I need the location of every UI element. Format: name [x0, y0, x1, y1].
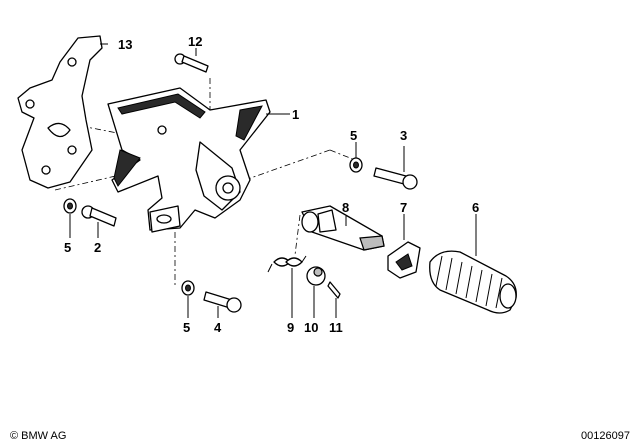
- part-4-bolt: [203, 291, 242, 313]
- part-12-bolt: [174, 53, 209, 73]
- part-1-bracket: [107, 87, 271, 233]
- callout-7: 7: [400, 200, 407, 215]
- callout-5-left: 5: [64, 240, 71, 255]
- part-11-pin: [327, 281, 341, 299]
- callout-13: 13: [118, 37, 132, 52]
- callout-12: 12: [188, 34, 202, 49]
- document-number: 00126097: [581, 430, 630, 442]
- callout-3: 3: [400, 128, 407, 143]
- callout-5-right: 5: [350, 128, 357, 143]
- callout-11: 11: [329, 320, 343, 335]
- copyright-label: © BMW AG: [10, 430, 67, 442]
- part-2-bolt: [81, 205, 117, 227]
- leader-lines: [69, 43, 477, 318]
- callout-8: 8: [342, 200, 349, 215]
- callout-5-bottom: 5: [183, 320, 190, 335]
- part-3-bolt: [373, 167, 418, 190]
- part-7-damper: [387, 241, 421, 279]
- part-10-bushing: [306, 266, 326, 286]
- part-9-spring: [267, 255, 307, 273]
- callout-9: 9: [287, 320, 294, 335]
- callout-1: 1: [292, 107, 299, 122]
- callout-labels: 13 12 1 5 3 8 7 6 5 2 5 4 9 10 11: [64, 34, 479, 335]
- part-5-washer-right: [349, 157, 363, 173]
- callout-2: 2: [94, 240, 101, 255]
- callout-4: 4: [214, 320, 222, 335]
- part-5-washer-left: [63, 198, 77, 214]
- part-8-footrest-arm: [301, 205, 385, 251]
- part-5-washer-bottom: [181, 280, 195, 296]
- part-13-plate: [17, 35, 103, 189]
- part-6-footpeg-rubber: [429, 250, 517, 314]
- callout-6: 6: [472, 200, 479, 215]
- callout-10: 10: [304, 320, 318, 335]
